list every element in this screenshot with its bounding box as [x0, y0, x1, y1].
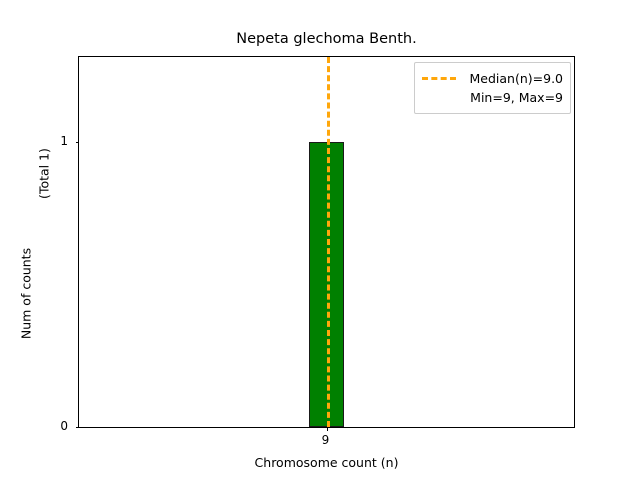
- y-axis-label: Num of counts: [18, 247, 34, 340]
- ytick-label-1: 1: [60, 134, 68, 149]
- legend-label-minmax: Min=9, Max=9: [470, 90, 563, 105]
- legend: Median(n)=9.0 Min=9, Max=9: [414, 62, 571, 114]
- dashed-line-swatch-icon: [422, 77, 456, 80]
- legend-entry-median: Median(n)=9.0: [422, 69, 563, 88]
- median-line: [326, 57, 330, 427]
- plot-area: [75, 56, 575, 431]
- ytick-mark-1: [75, 142, 79, 144]
- ytick-label-0: 0: [60, 419, 68, 433]
- xtick-mark-9: [326, 427, 328, 431]
- legend-entry-minmax: Min=9, Max=9: [422, 88, 563, 107]
- legend-label-median: Median(n)=9.0: [469, 71, 564, 86]
- x-axis-label: Chromosome count (n): [254, 455, 399, 470]
- xtick-label-9: 9: [321, 433, 330, 447]
- ytick-mark-0: [75, 427, 79, 428]
- chart-title: Nepeta glechoma Benth.: [236, 31, 417, 47]
- y-axis-label-total: (Total 1): [36, 148, 52, 199]
